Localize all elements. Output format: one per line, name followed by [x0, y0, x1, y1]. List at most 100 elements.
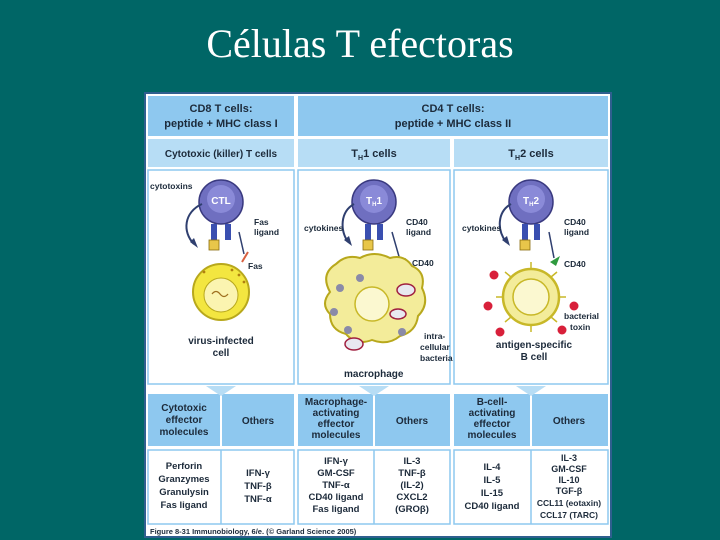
th1-effector-line3: effector — [318, 419, 355, 430]
ctl-others-label: Others — [242, 416, 275, 427]
molecule-item: IL-15 — [481, 488, 504, 499]
fas-receptor — [241, 251, 249, 263]
th1-cytokine-arrowhead — [344, 236, 352, 246]
figure-caption: Figure 8-31 Immunobiology, 6/e. (© Garla… — [150, 527, 357, 536]
virus-particle — [237, 273, 241, 277]
th1-cd40-label: CD40 — [412, 258, 434, 268]
intracellular-bacterium — [344, 337, 364, 351]
molecule-item: TNF-α — [244, 494, 272, 505]
th1-molecules: IFN-γ GM-CSF TNF-α CD40 ligand Fas ligan… — [309, 456, 364, 515]
th2-pointer — [516, 386, 546, 396]
virus-particle — [242, 280, 246, 284]
molecule-item: Granzymes — [158, 474, 209, 485]
molecule-item: CCL11 (eotaxin) — [537, 498, 601, 508]
slide-title: Células T efectoras — [206, 21, 514, 66]
th2-other-molecules: IL-3 GM-CSF IL-10 TGF-β CCL11 (eotaxin) … — [537, 453, 601, 520]
th2-cd40 — [550, 256, 560, 266]
molecule-item: (IL-2) — [400, 480, 423, 491]
th2-tcr — [522, 224, 528, 240]
molecule-item: TNF-α — [322, 480, 350, 491]
fas-label: Fas — [248, 261, 263, 271]
macrophage-nucleus — [354, 286, 390, 322]
th2-column-header — [454, 139, 608, 167]
molecule-item: TNF-β — [398, 468, 426, 479]
th2-cd40-ligand-label-2: ligand — [564, 227, 589, 237]
th2-cd40-ligand-label-1: CD40 — [564, 217, 586, 227]
intracellular-label-3: bacteria — [420, 353, 453, 363]
th1-cytokines-label: cytokines — [304, 223, 343, 233]
th2-nucleus — [517, 185, 545, 213]
bacterial-toxin-label-2: toxin — [570, 322, 590, 332]
ctl-column-title: Cytotoxic (killer) T cells — [165, 149, 278, 160]
molecule-item: TGF-β — [556, 486, 583, 496]
toxin-molecule — [483, 301, 493, 311]
th1-tcr — [365, 224, 371, 240]
th2-cytokine-arrowhead — [502, 236, 510, 246]
th2-effector-line4: molecules — [468, 430, 517, 441]
macrophage-vesicle — [344, 326, 352, 334]
macrophage-vesicle — [336, 284, 344, 292]
molecule-item: CD40 ligand — [465, 501, 520, 512]
th2-cytokines-label: cytokines — [462, 223, 501, 233]
th2-coreceptor — [534, 224, 540, 240]
molecule-item: TNF-β — [244, 481, 272, 492]
th2-cd40l-stalk — [548, 231, 555, 259]
fas-ligand-label-2: ligand — [254, 227, 279, 237]
virus-particle — [230, 268, 234, 272]
ctl-coreceptor — [225, 224, 231, 240]
ctl-effector-line2: effector — [166, 415, 203, 426]
macrophage-vesicle — [356, 274, 364, 282]
viral-genome — [211, 290, 229, 298]
ctl-cell-label: CTL — [211, 196, 230, 207]
ctl-nucleus — [207, 185, 235, 213]
ctl-effector-line1: Cytotoxic — [161, 403, 207, 414]
th1-cd40-ligand-label-2: ligand — [406, 227, 431, 237]
th2-column-title: TH2 cells — [508, 148, 553, 162]
toxin-molecule — [495, 327, 505, 337]
cd4-header-box — [298, 96, 608, 136]
ctl-molecules: Perforin Granzymes Granulysin Fas ligand — [158, 461, 209, 511]
cd4-header-line2: peptide + MHC class II — [395, 118, 511, 130]
th1-cd40-ligand-label-1: CD40 — [406, 217, 428, 227]
b-cell-label-1: antigen-specific — [496, 340, 573, 351]
ctl-cell-group: CTL — [185, 179, 250, 321]
ctl-column-header — [148, 139, 294, 167]
cd8-header-line1: CD8 T cells: — [190, 103, 253, 115]
virus-infected-label-2: cell — [213, 348, 230, 359]
macrophage-vesicle — [330, 308, 338, 316]
molecule-item: IL-3 — [561, 453, 577, 463]
th2-cell-group: TH2 — [483, 179, 579, 337]
molecule-item: Fas ligand — [161, 500, 208, 511]
molecule-item: IFN-γ — [324, 456, 348, 467]
molecule-item: IL-5 — [484, 475, 502, 486]
ctl-other-molecules: IFN-γ TNF-β TNF-α — [244, 468, 272, 505]
molecule-item: IL-3 — [404, 456, 421, 467]
fas-ligand-label-1: Fas — [254, 217, 269, 227]
b-cell-label-2: B cell — [521, 352, 548, 363]
fas-ligand-stalk — [238, 231, 245, 255]
virus-particle — [202, 270, 206, 274]
effector-cells-diagram: CD8 T cells: peptide + MHC class I CD4 T… — [144, 92, 612, 538]
th1-effector-line2: activating — [313, 408, 360, 419]
th2-effector-line2: activating — [469, 408, 516, 419]
bacterial-toxin-molecules — [483, 270, 579, 337]
intracellular-label-2: cellular — [420, 342, 450, 352]
th1-cell-label: TH1 — [366, 196, 382, 208]
molecule-item: CXCL2 — [396, 492, 427, 503]
th1-nucleus — [360, 185, 388, 213]
ctl-peptide-mhc — [208, 239, 220, 251]
intracellular-bacterium — [389, 308, 407, 320]
th1-column-title: TH1 cells — [351, 148, 396, 162]
molecule-item: CCL17 (TARC) — [540, 510, 598, 520]
th1-cd40l-stalk — [391, 231, 401, 261]
immunology-figure: CD8 T cells: peptide + MHC class I CD4 T… — [144, 92, 612, 538]
th1-other-molecules: IL-3 TNF-β (IL-2) CXCL2 (GROβ) — [395, 456, 429, 515]
cd8-header-box — [148, 96, 294, 136]
molecule-item: IL-10 — [558, 475, 579, 485]
cd8-header-line2: peptide + MHC class I — [164, 118, 277, 130]
th2-others-label: Others — [553, 416, 586, 427]
cytotoxin-arrowhead — [190, 238, 198, 248]
molecule-item: (GROβ) — [395, 504, 429, 515]
molecule-item: IFN-γ — [246, 468, 270, 479]
th1-others-label: Others — [396, 416, 429, 427]
